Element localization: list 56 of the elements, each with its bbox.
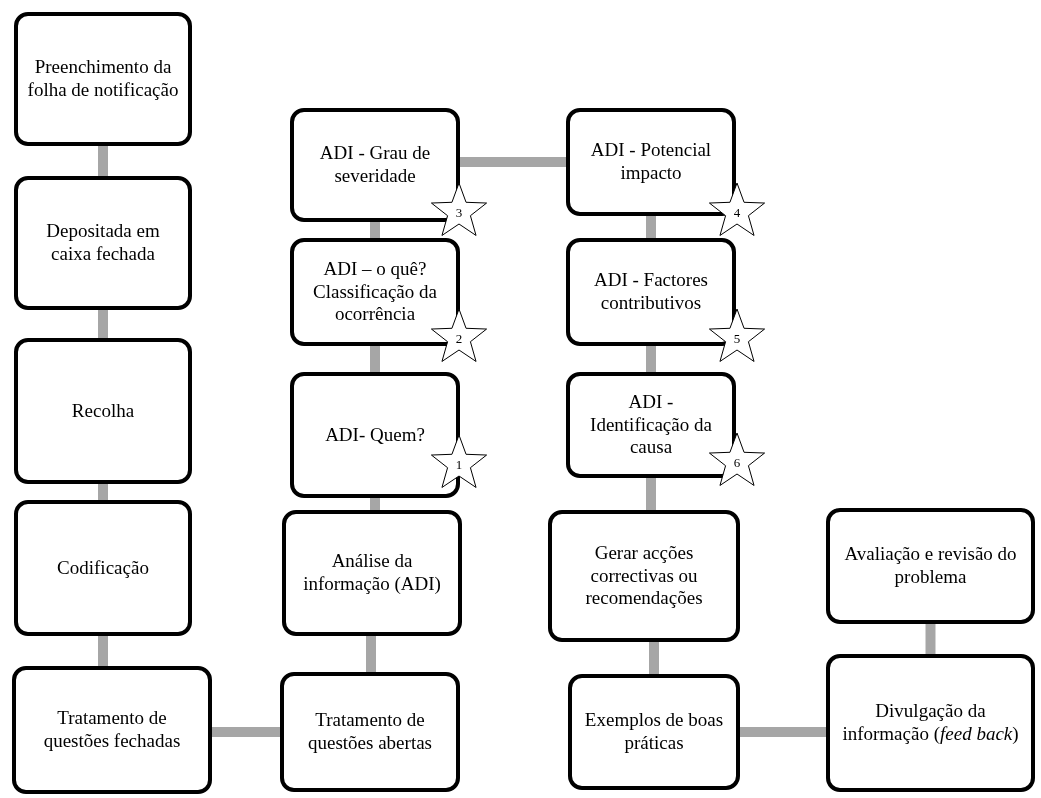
- step-text: Gerar acções correctivas ou recomendações: [584, 541, 704, 611]
- process-box: [290, 238, 460, 346]
- connector-line: [370, 498, 380, 510]
- connector-line: [366, 636, 376, 672]
- step-text: ADI - Grau de severidade: [318, 142, 432, 188]
- process-box: [290, 372, 460, 498]
- connector-line: [646, 346, 656, 372]
- connector-line: [98, 636, 108, 666]
- connector-line: [925, 624, 936, 654]
- connector-line: [646, 478, 656, 510]
- process-box: [566, 238, 736, 346]
- process-box: [14, 12, 192, 146]
- process-box: [12, 666, 212, 794]
- step-number: 6: [732, 456, 742, 469]
- connector-line: [370, 222, 380, 238]
- process-box: [290, 108, 460, 222]
- step-number: 2: [454, 332, 464, 345]
- process-box: [14, 176, 192, 310]
- step-text: ADI - Potencial impacto: [589, 139, 713, 185]
- step-number: 1: [454, 458, 464, 471]
- step-text: Codificação: [57, 556, 149, 580]
- step-number: 5: [732, 332, 742, 345]
- step-text: Tratamento de questões abertas: [307, 709, 433, 755]
- step-text: Preenchimento da folha de notificação: [26, 56, 180, 102]
- process-box: [282, 510, 462, 636]
- connector-line: [98, 146, 108, 176]
- connector-line: [649, 642, 659, 674]
- connector-line: [98, 484, 108, 500]
- step-text: Recolha: [71, 399, 135, 423]
- step-text: ADI - Factores contributivos: [593, 269, 709, 315]
- step-text: ADI – o quê? Classificação da ocorrência: [312, 257, 438, 327]
- process-box: [548, 510, 740, 642]
- step-text: Avaliação e revisão do problema: [843, 543, 1018, 589]
- process-box: [14, 338, 192, 484]
- process-box: [568, 674, 740, 790]
- step-number: 4: [732, 206, 742, 219]
- process-box: [566, 372, 736, 478]
- connector-line: [370, 346, 380, 372]
- connector-line: [740, 727, 826, 737]
- step-number: 3: [454, 206, 464, 219]
- connector-line: [646, 216, 656, 238]
- step-text: Divulgação da informação (feed back): [841, 700, 1020, 746]
- connector-line: [212, 727, 280, 737]
- step-text: Tratamento de questões fechadas: [42, 707, 182, 753]
- step-text: Depositada em caixa fechada: [45, 220, 161, 266]
- step-text: ADI- Quem?: [325, 423, 425, 447]
- process-box: [566, 108, 736, 216]
- process-box: [14, 500, 192, 636]
- step-text: Exemplos de boas práticas: [583, 709, 725, 755]
- process-box: [826, 508, 1035, 624]
- step-text: ADI - Identificação da causa: [589, 390, 713, 460]
- connector-line: [460, 157, 566, 167]
- process-box: [280, 672, 460, 792]
- process-box: [826, 654, 1035, 792]
- connector-line: [98, 310, 108, 338]
- step-text: Análise da informação (ADI): [302, 550, 442, 596]
